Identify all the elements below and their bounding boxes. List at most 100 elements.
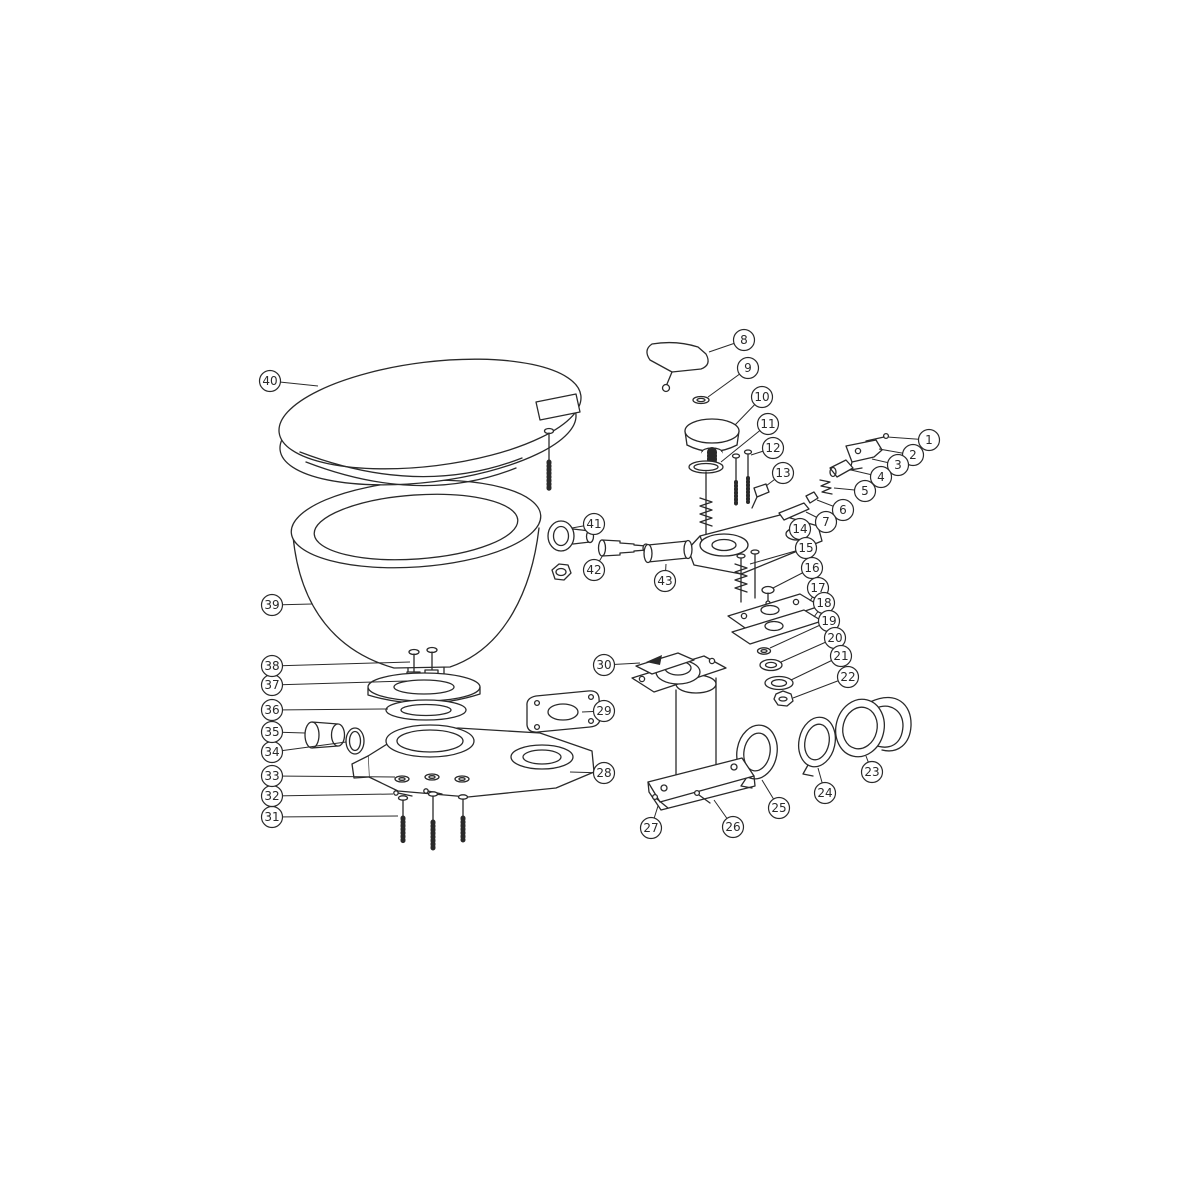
retainer-clip	[805, 491, 819, 504]
callout-circle-39	[260, 593, 284, 617]
callout-number-9: 9	[744, 361, 752, 375]
callout-13: 13	[771, 461, 795, 485]
callout-15: 15	[794, 536, 818, 560]
callout-7: 7	[814, 510, 838, 534]
callout-number-20: 20	[827, 631, 842, 645]
callout-27: 27	[639, 816, 663, 840]
callout-leader-32	[271, 793, 394, 797]
callout-39: 39	[260, 593, 284, 617]
callout-circle-21	[829, 644, 853, 668]
callout-22: 22	[836, 665, 860, 689]
callout-number-41: 41	[586, 517, 601, 531]
callout-number-3: 3	[894, 458, 902, 472]
callout-10: 10	[750, 385, 774, 409]
valve-fitting	[829, 459, 854, 478]
top-plate	[635, 652, 695, 675]
callout-circle-7	[814, 510, 838, 534]
callout-number-15: 15	[798, 541, 813, 555]
callout-circle-40	[258, 369, 282, 393]
callout-number-22: 22	[840, 670, 855, 684]
callout-number-32: 32	[264, 789, 279, 803]
callout-number-25: 25	[771, 801, 786, 815]
callout-leader-38	[271, 661, 411, 667]
callout-number-39: 39	[264, 598, 279, 612]
callout-number-36: 36	[264, 703, 279, 717]
callout-number-21: 21	[833, 649, 848, 663]
callout-number-8: 8	[740, 333, 748, 347]
callout-circle-42	[582, 558, 606, 582]
pump-base-gasket	[526, 690, 601, 733]
callout-number-29: 29	[596, 704, 611, 718]
callout-number-34: 34	[264, 745, 279, 759]
callout-26: 26	[721, 815, 745, 839]
callout-number-16: 16	[804, 561, 819, 575]
callout-11: 11	[756, 412, 780, 436]
callout-number-43: 43	[657, 574, 672, 588]
callout-18: 18	[812, 591, 836, 615]
callout-circle-15	[794, 536, 818, 560]
callout-circle-35	[260, 720, 284, 744]
callout-circle-6	[831, 498, 855, 522]
callout-leader-31	[271, 815, 399, 818]
callout-leader-33	[271, 775, 396, 778]
callout-33: 33	[260, 764, 284, 788]
callout-circle-38	[260, 654, 284, 678]
callout-23: 23	[860, 760, 884, 784]
handle-washer	[692, 395, 710, 405]
callout-5: 5	[853, 479, 877, 503]
callout-28: 28	[592, 761, 616, 785]
callout-circle-12	[761, 436, 785, 460]
callout-circle-33	[260, 764, 284, 788]
rod-clevis	[751, 483, 770, 509]
mounting-flange	[367, 672, 481, 704]
callout-20: 20	[823, 626, 847, 650]
drawing-layer	[278, 341, 912, 851]
callout-circle-36	[260, 698, 284, 722]
small-spring	[819, 479, 833, 495]
callout-25: 25	[767, 796, 791, 820]
callout-circle-27	[639, 816, 663, 840]
callout-number-37: 37	[264, 678, 279, 692]
callout-42: 42	[582, 558, 606, 582]
callout-number-11: 11	[760, 417, 775, 431]
bracket-plate	[845, 439, 883, 463]
callout-number-23: 23	[864, 765, 879, 779]
callout-circle-28	[592, 761, 616, 785]
callout-circle-5	[853, 479, 877, 503]
callout-14: 14	[788, 517, 812, 541]
callout-circle-26	[721, 815, 745, 839]
callout-number-13: 13	[775, 466, 790, 480]
callout-leader-36	[271, 708, 389, 711]
callout-number-2: 2	[909, 448, 917, 462]
pump-base	[351, 724, 595, 798]
callout-number-30: 30	[596, 658, 611, 672]
cover-screws	[731, 449, 753, 507]
callout-41: 41	[582, 512, 606, 536]
actuator-lever	[778, 502, 810, 521]
callout-circle-11	[756, 412, 780, 436]
callout-6: 6	[831, 498, 855, 522]
callout-circle-30	[592, 653, 616, 677]
flange-screw	[651, 793, 659, 801]
callout-30: 30	[592, 653, 616, 677]
callout-29: 29	[592, 699, 616, 723]
callout-number-27: 27	[643, 821, 658, 835]
callout-circle-1	[917, 428, 941, 452]
callout-number-24: 24	[817, 786, 832, 800]
base-gasket	[385, 699, 467, 721]
pump-handle	[646, 341, 709, 393]
callout-circle-4	[869, 465, 893, 489]
callout-number-33: 33	[264, 769, 279, 783]
callout-number-18: 18	[816, 596, 831, 610]
callout-number-5: 5	[861, 484, 869, 498]
callout-circle-43	[653, 569, 677, 593]
callout-43: 43	[653, 569, 677, 593]
callout-36: 36	[260, 698, 284, 722]
callout-12: 12	[761, 436, 785, 460]
callout-leader-37	[271, 680, 408, 686]
callout-3: 3	[886, 453, 910, 477]
callout-35: 35	[260, 720, 284, 744]
callout-number-7: 7	[822, 515, 830, 529]
callout-number-19: 19	[821, 614, 836, 628]
